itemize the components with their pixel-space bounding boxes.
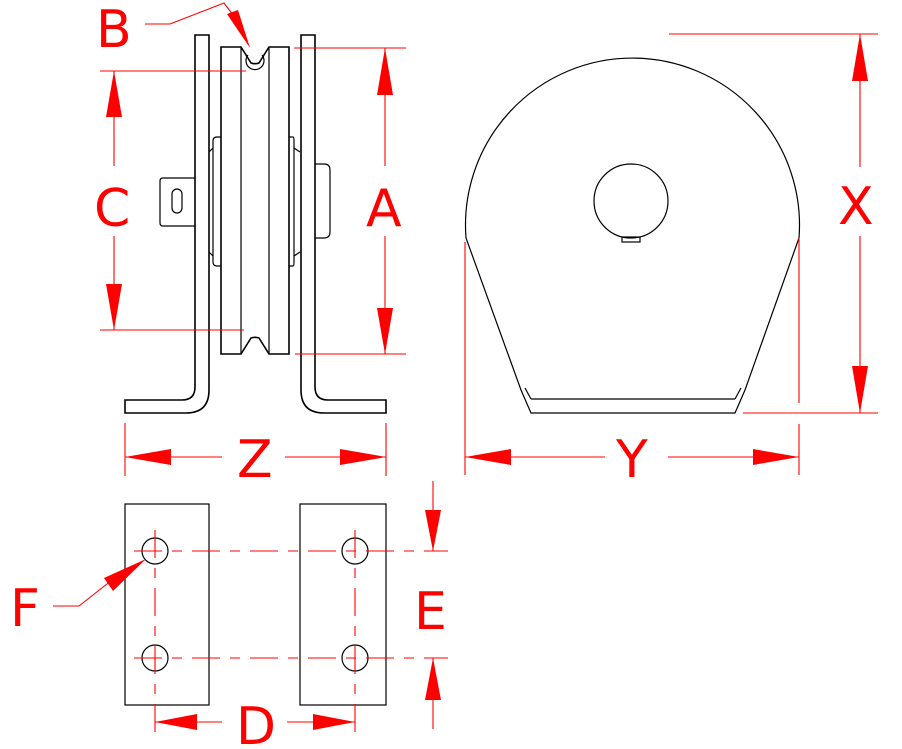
axle-tab bbox=[159, 177, 195, 227]
leader-b bbox=[145, 2, 234, 25]
right-bracket bbox=[300, 34, 387, 414]
left-bracket bbox=[124, 34, 210, 414]
leader-f bbox=[53, 579, 113, 607]
side-view-dimensions: B C A Z bbox=[94, 0, 406, 490]
arrowhead bbox=[753, 449, 799, 465]
arrowhead bbox=[125, 449, 171, 465]
cheek-plate-outline bbox=[464, 57, 801, 414]
base-plate-dimensions: F E D bbox=[10, 481, 447, 749]
label-x: X bbox=[838, 177, 874, 237]
label-z: Z bbox=[237, 430, 273, 490]
arrowhead bbox=[106, 284, 122, 330]
side-view bbox=[124, 34, 387, 414]
label-e: E bbox=[414, 582, 447, 642]
left-hub-edge bbox=[208, 147, 214, 257]
arrowhead bbox=[852, 366, 868, 413]
label-f: F bbox=[10, 579, 40, 639]
arrowhead bbox=[425, 510, 441, 551]
right-base-plate bbox=[299, 503, 387, 706]
axle-key bbox=[621, 236, 641, 243]
arrowhead bbox=[340, 449, 386, 465]
base-flange-edge bbox=[524, 387, 532, 400]
base-flange-edge bbox=[734, 387, 742, 400]
label-a: A bbox=[366, 179, 402, 239]
label-y: Y bbox=[615, 430, 648, 490]
rope-section-icon bbox=[245, 54, 265, 71]
label-c: C bbox=[94, 179, 130, 239]
label-b: B bbox=[96, 0, 132, 60]
right-hub-edge bbox=[293, 147, 301, 257]
left-base-plate bbox=[124, 503, 210, 706]
arrowhead bbox=[377, 308, 393, 354]
front-view bbox=[464, 57, 801, 414]
arrowhead bbox=[852, 34, 868, 81]
right-hub bbox=[289, 136, 295, 267]
arrowhead bbox=[106, 71, 122, 117]
base-plate-view bbox=[124, 503, 448, 738]
axle-end bbox=[315, 163, 331, 239]
axle-hole-icon bbox=[593, 163, 669, 239]
arrowhead bbox=[465, 449, 511, 465]
front-view-dimensions: X Y bbox=[464, 33, 878, 490]
axle-slot-icon bbox=[171, 188, 183, 214]
arrowhead bbox=[377, 48, 393, 95]
label-d: D bbox=[236, 697, 276, 749]
sheave bbox=[220, 46, 290, 355]
arrowhead bbox=[313, 714, 355, 730]
arrowhead bbox=[227, 10, 250, 48]
arrowhead bbox=[425, 658, 441, 700]
arrowhead bbox=[104, 559, 146, 591]
left-hub bbox=[212, 136, 221, 267]
arrowhead bbox=[155, 714, 197, 730]
